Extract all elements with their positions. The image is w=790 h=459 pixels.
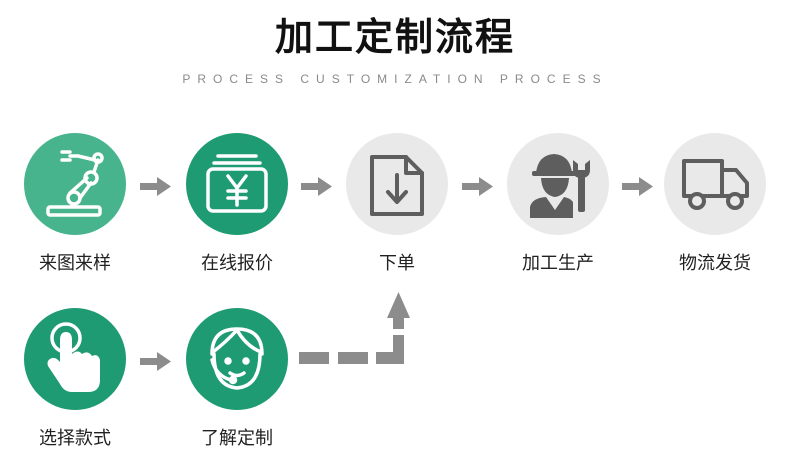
- step-label-6: 选择款式: [39, 428, 111, 449]
- robot-arm-icon: [46, 150, 104, 217]
- customer-service-icon: [210, 327, 264, 390]
- worker-wrench-icon: [530, 154, 590, 218]
- document-download-icon: [370, 155, 424, 216]
- step-label-3: 下单: [379, 253, 415, 274]
- step-circle-1: [24, 133, 126, 235]
- arrow-3-4: [462, 177, 493, 196]
- page-subtitle: PROCESS CUSTOMIZATION PROCESS: [182, 72, 608, 86]
- step-label-1: 来图来样: [39, 253, 111, 274]
- arrow-1-2: [140, 177, 171, 196]
- step-circle-5: [664, 133, 766, 235]
- page-title: 加工定制流程: [274, 15, 515, 59]
- connector-7-to-3: [299, 292, 410, 364]
- delivery-truck-icon: [682, 159, 749, 210]
- step-label-5: 物流发货: [679, 253, 751, 274]
- step-circle-7: [186, 308, 288, 410]
- step-label-4: 加工生产: [522, 253, 594, 274]
- arrow-6-7: [140, 352, 171, 371]
- step-circle-2: [186, 133, 288, 235]
- tap-hand-icon: [47, 322, 100, 392]
- step-label-7: 了解定制: [201, 428, 273, 449]
- step-label-2: 在线报价: [201, 253, 273, 274]
- arrow-4-5: [622, 177, 653, 196]
- yuan-quote-icon: [206, 154, 268, 213]
- arrow-2-3: [301, 177, 332, 196]
